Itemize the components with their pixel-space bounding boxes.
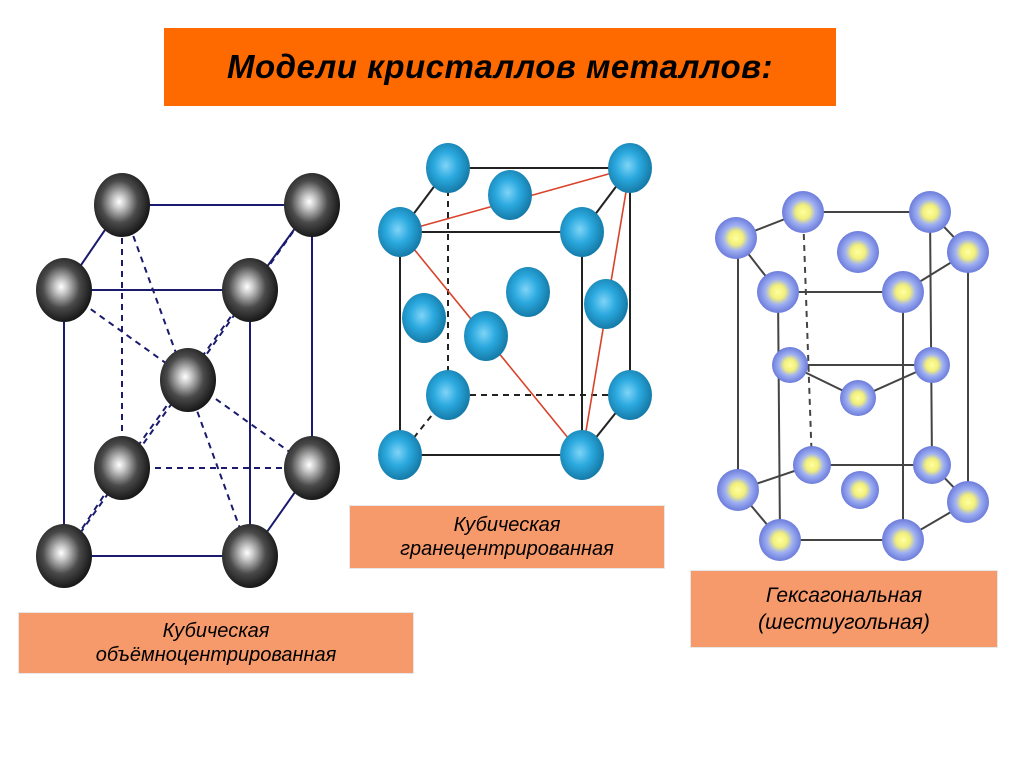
bcc-label-line-1: Кубическая <box>162 620 270 642</box>
fcc-label-line-2: гранецентрированная <box>400 538 614 560</box>
hex-label-line-1: Гексагональная <box>765 584 923 607</box>
fcc-label-box: Кубическая гранецентрированная <box>349 505 665 569</box>
bcc-label-line-2: объёмноцентрированная <box>95 644 337 666</box>
title-banner: Модели кристаллов металлов: <box>164 28 836 106</box>
page-title: Модели кристаллов металлов: <box>226 48 774 85</box>
hex-label-box: Гексагональная (шестиугольная) <box>690 570 998 648</box>
bcc-label-box: Кубическая объёмноцентрированная <box>18 612 414 674</box>
hex-label-line-2: (шестиугольная) <box>758 611 930 634</box>
fcc-label-line-1: Кубическая <box>453 514 561 536</box>
